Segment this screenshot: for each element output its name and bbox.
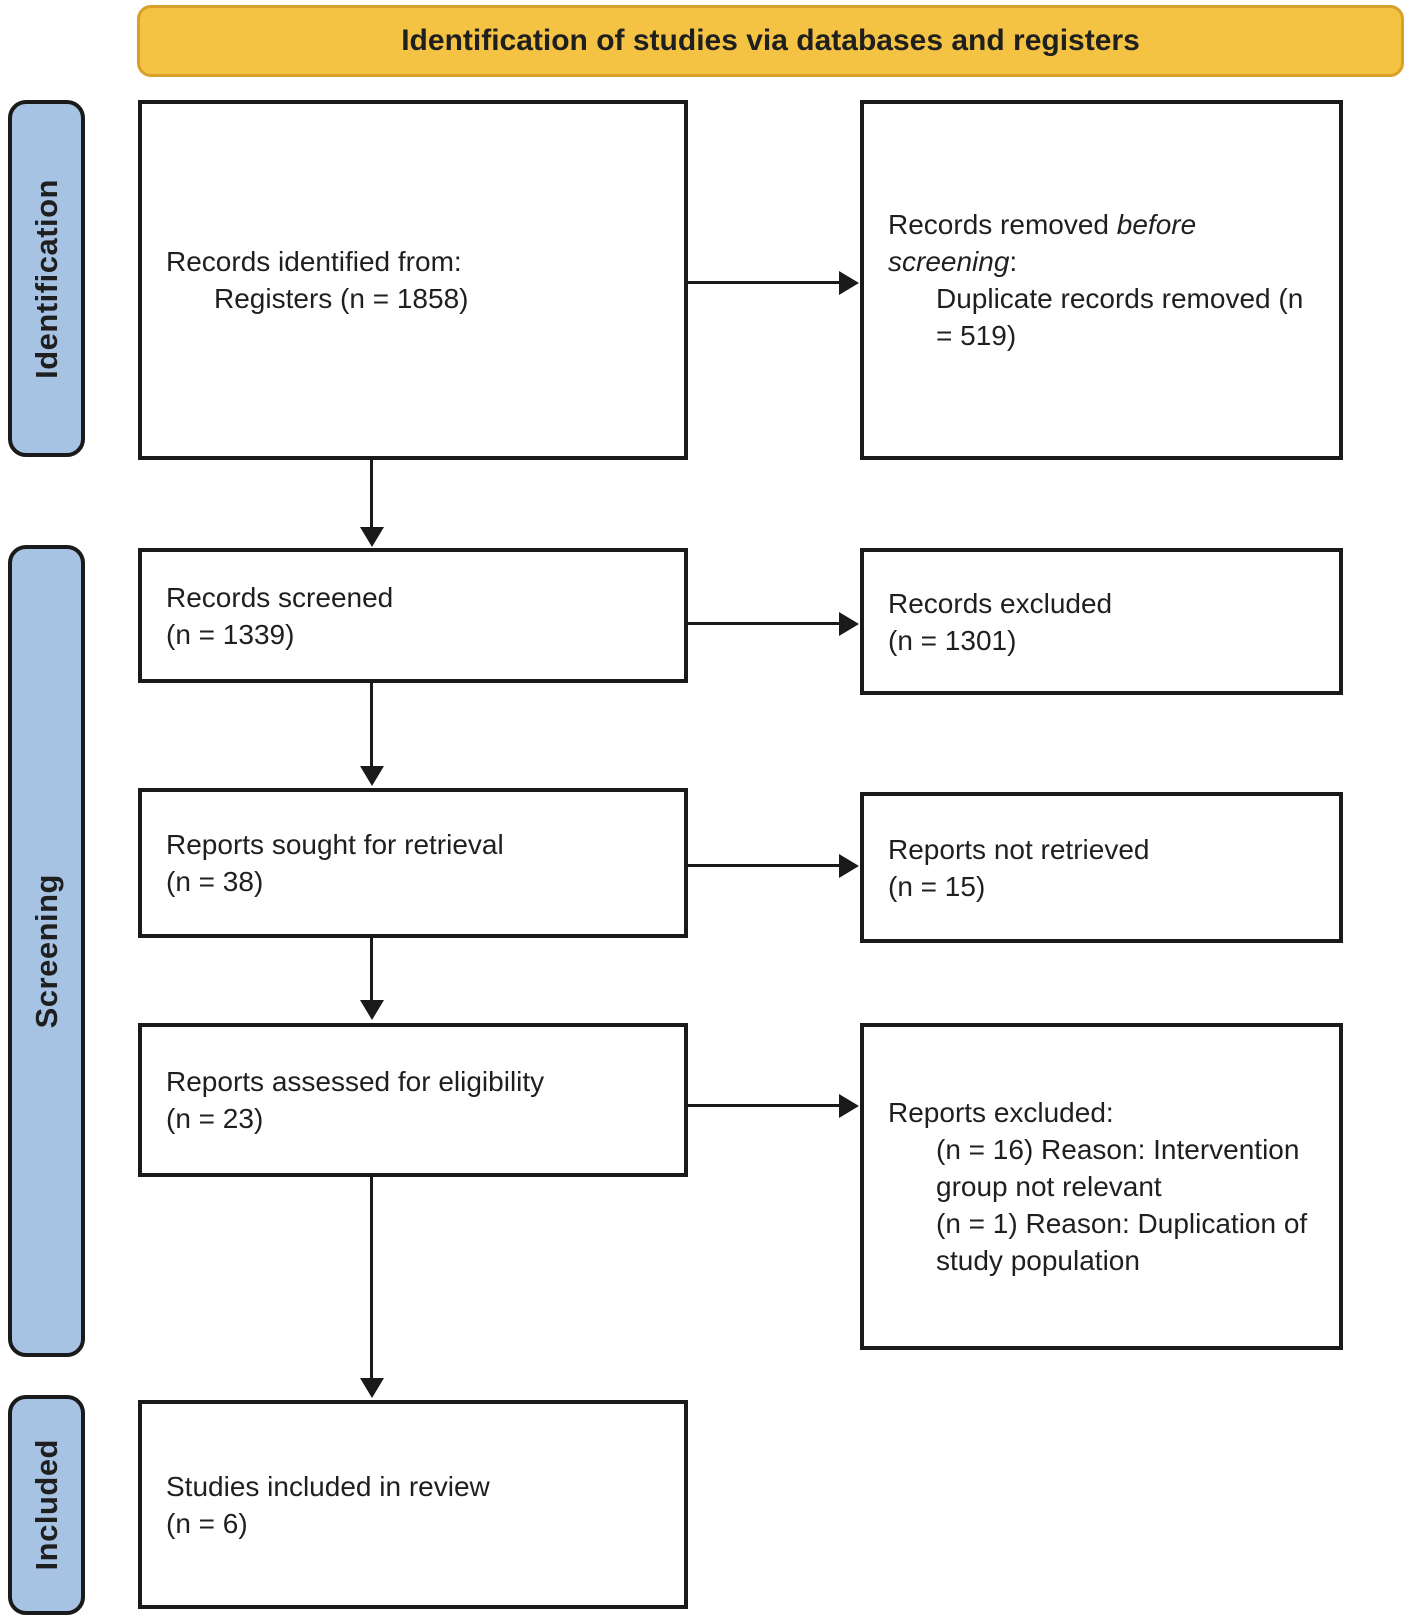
box-text-line: (n = 1339) [166, 618, 295, 650]
text-segment: Records removed [888, 209, 1117, 240]
banner-title: Identification of studies via databases … [401, 24, 1140, 57]
box-text-line: Reports excluded: [888, 1097, 1114, 1128]
right-arrow-identified-to-removed-icon [688, 281, 840, 284]
box-text-line: (n = 16) Reason: Intervention group not … [936, 1134, 1300, 1202]
down-arrow-screened-to-sought-icon [370, 683, 373, 767]
box-records-screened: Records screened (n = 1339) [138, 548, 688, 683]
box-records-identified: Records identified from: Registers (n = … [138, 100, 688, 460]
box-text-line: (n = 1301) [888, 624, 1017, 656]
box-text-line: Studies included in review [166, 1470, 490, 1502]
box-text-line: Reports not retrieved [888, 833, 1150, 865]
box-text-line: (n = 23) [166, 1103, 264, 1134]
box-text-line: Duplicate records removed (n = 519) [936, 283, 1304, 351]
box-reports-not-retrieved: Reports not retrieved (n = 15) [860, 792, 1343, 943]
box-text-line: (n = 6) [166, 1507, 248, 1539]
box-records-excluded: Records excluded (n = 1301) [860, 548, 1343, 695]
box-reports-assessed: Reports assessed for eligibility (n = 23… [138, 1023, 688, 1177]
right-arrow-assessed-to-reportsexcluded-icon [688, 1104, 840, 1107]
down-arrow-sought-to-assessed-icon [370, 938, 373, 1001]
stage-label-identification: Identification [28, 178, 64, 379]
box-text-line: Records removed before screening: [888, 206, 1321, 280]
stage-bar-screening: Screening [8, 545, 85, 1357]
down-arrow-identified-to-screened-icon [370, 460, 373, 528]
banner: Identification of studies via databases … [137, 5, 1404, 77]
right-arrow-sought-to-notretrieved-icon [688, 864, 840, 867]
box-text-line: Registers (n = 1858) [214, 283, 469, 314]
text-segment: : [1009, 246, 1018, 277]
box-records-removed-before-screening: Records removed before screening: Duplic… [860, 100, 1343, 460]
box-reports-excluded: Reports excluded: (n = 16) Reason: Inter… [860, 1023, 1343, 1350]
box-text-line: Records excluded [888, 587, 1113, 619]
stage-bar-identification: Identification [8, 100, 85, 457]
box-text-line: (n = 15) [888, 870, 986, 902]
box-text-line: Records identified from: [166, 246, 462, 277]
right-arrow-screened-to-excluded-icon [688, 622, 840, 625]
box-text-line: Reports sought for retrieval [166, 829, 504, 860]
stage-label-included: Included [28, 1439, 64, 1571]
text-segment-italic: before screening [888, 209, 1197, 277]
box-reports-sought: Reports sought for retrieval (n = 38) [138, 788, 688, 938]
box-text-line: Records screened [166, 581, 394, 613]
box-text-line: (n = 38) [166, 866, 264, 897]
box-text-line: Reports assessed for eligibility [166, 1066, 545, 1097]
stage-label-screening: Screening [28, 873, 64, 1029]
box-text-line: (n = 1) Reason: Duplication of study pop… [936, 1208, 1308, 1276]
stage-bar-included: Included [8, 1395, 85, 1615]
down-arrow-assessed-to-included-icon [370, 1177, 373, 1379]
box-studies-included: Studies included in review (n = 6) [138, 1400, 688, 1609]
